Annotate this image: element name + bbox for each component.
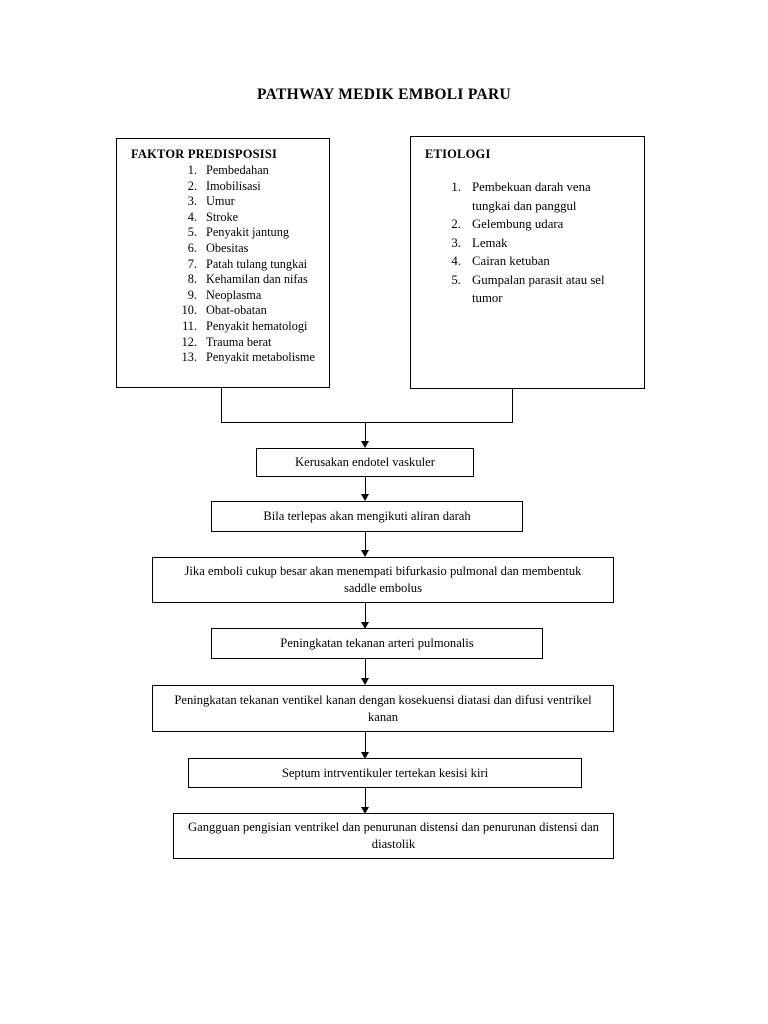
flow-step-label: Septum intrventikuler tertekan kesisi ki… [281,765,489,780]
flow-step-label: Jika emboli cukup besar akan menempati b… [184,564,582,595]
list-item-label: Lemak [472,235,508,250]
box-etiologi: ETIOLOGI 1.Pembekuan darah vena tungkai … [410,136,645,389]
list-item-label: Imobilisasi [206,178,261,193]
list-item: 9.Neoplasma [179,288,319,304]
list-item: 10.Obat-obatan [179,303,319,319]
list-item: 7.Patah tulang tungkai [179,257,319,273]
connector-step3-step4 [365,603,366,622]
box-faktor-predisposisi-heading: FAKTOR PREDISPOSISI [131,147,278,161]
etiologi-list: 1.Pembekuan darah vena tungkai dan pangg… [447,178,632,308]
arrowhead-to-step3 [361,550,369,557]
list-item: 5.Gumpalan parasit atau sel tumor [447,271,632,308]
connector-step1-step2 [365,477,366,494]
list-item: 4.Cairan ketuban [447,252,632,271]
list-item: 6.Obesitas [179,241,319,257]
list-item-label: Neoplasma [206,287,262,302]
list-item-label: Trauma berat [206,334,272,349]
flow-step-label: Bila terlepas akan mengikuti aliran dara… [263,509,471,523]
list-item: 1.Pembedahan [179,163,319,179]
connector-step4-step5 [365,659,366,678]
flow-step-tekanan-ventikel-kanan: Peningkatan tekanan ventikel kanan denga… [152,685,614,732]
connector-step2-step3 [365,532,366,550]
list-item: 8.Kehamilan dan nifas [179,272,319,288]
list-item-label: Pembekuan darah vena tungkai dan panggul [472,180,591,213]
flow-step-gangguan-pengisian-ventrikel: Gangguan pengisian ventrikel dan penurun… [173,813,614,859]
list-item-label: Stroke [206,209,239,224]
flow-step-tekanan-arteri-pulmonalis: Peningkatan tekanan arteri pulmonalis [211,628,543,659]
list-item: 13.Penyakit metabolisme [179,350,319,366]
list-item-label: Gelembung udara [472,217,564,231]
list-item: 12.Trauma berat [179,335,319,351]
list-item-label: Umur [206,194,235,209]
list-item-label: Pembedahan [206,163,269,177]
list-item-label: Patah tulang tungkai [206,256,308,271]
flow-step-label: Gangguan pengisian ventrikel dan penurun… [188,820,599,851]
list-item: 5.Penyakit jantung [179,225,319,241]
page-title: PATHWAY MEDIK EMBOLI PARU [257,86,511,103]
flow-step-label: Peningkatan tekanan arteri pulmonalis [280,636,474,650]
connector-merge-to-step1 [365,422,366,441]
connector-merge-bar [221,422,513,423]
list-item: 3.Umur [179,194,319,210]
list-item-label: Gumpalan parasit atau sel tumor [472,272,605,306]
list-item: 4.Stroke [179,210,319,226]
arrowhead-to-step2 [361,494,369,501]
flow-step-bila-terlepas-aliran-darah: Bila terlepas akan mengikuti aliran dara… [211,501,523,532]
list-item-label: Kehamilan dan nifas [206,272,308,287]
flow-step-saddle-embolus: Jika emboli cukup besar akan menempati b… [152,557,614,603]
flow-step-label: Peningkatan tekanan ventikel kanan denga… [174,692,592,724]
list-item: 2.Gelembung udara [447,215,632,234]
list-item-label: Obesitas [206,240,249,255]
connector-etiologi-down [512,388,513,422]
list-item: 11.Penyakit hematologi [179,319,319,335]
list-item-label: Penyakit hematologi [206,318,308,333]
arrowhead-to-step1 [361,441,369,448]
faktor-predisposisi-list: 1.Pembedahan 2.Imobilisasi 3.Umur 4.Stro… [179,163,319,366]
list-item: 3.Lemak [447,234,632,253]
flow-step-label: Kerusakan endotel vaskuler [295,455,435,469]
box-etiologi-heading: ETIOLOGI [425,147,491,161]
arrowhead-to-step7 [361,807,369,814]
flow-step-septum-intrventikuler: Septum intrventikuler tertekan kesisi ki… [188,758,582,788]
arrowhead-to-step4 [361,622,369,629]
connector-step5-step6 [365,732,366,752]
list-item-label: Cairan ketuban [472,254,550,268]
connector-predisposisi-down [221,388,222,422]
flow-step-kerusakan-endotel-vaskuler: Kerusakan endotel vaskuler [256,448,474,477]
box-faktor-predisposisi: FAKTOR PREDISPOSISI 1.Pembedahan 2.Imobi… [116,138,330,388]
list-item: 2.Imobilisasi [179,179,319,195]
connector-step6-step7 [365,788,366,807]
list-item: 1.Pembekuan darah vena tungkai dan pangg… [447,178,632,215]
arrowhead-to-step6 [361,752,369,759]
list-item-label: Penyakit metabolisme [206,350,315,365]
list-item-label: Obat-obatan [206,303,267,318]
arrowhead-to-step5 [361,678,369,685]
list-item-label: Penyakit jantung [206,225,289,240]
